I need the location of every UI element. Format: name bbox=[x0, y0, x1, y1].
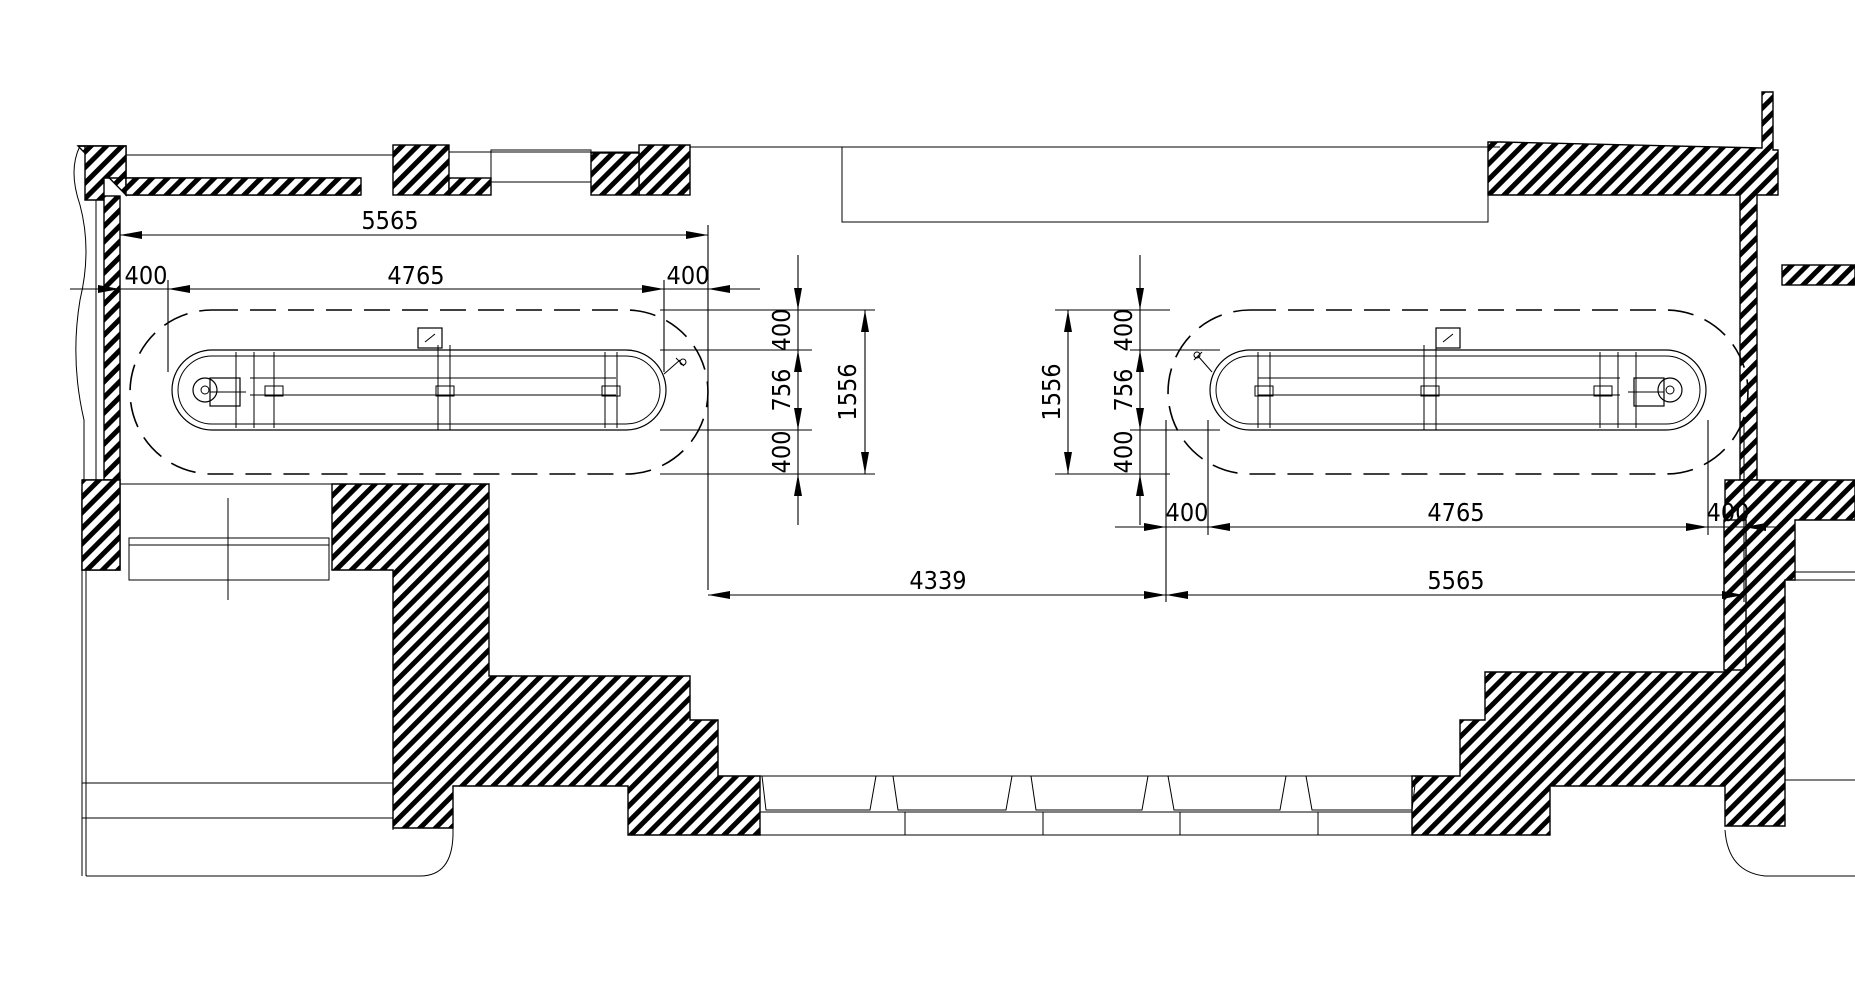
top-recess bbox=[841, 146, 1489, 223]
dimension-lines bbox=[70, 225, 1780, 602]
wall-top-left-strip bbox=[125, 177, 362, 196]
right-track-unit bbox=[1167, 309, 1749, 475]
architectural-lines bbox=[73, 145, 1855, 877]
dim-left-v-total: 1556 bbox=[833, 363, 862, 420]
bottom-windows bbox=[718, 775, 1417, 836]
dim-right-offset-left: 400 bbox=[1166, 498, 1209, 527]
dim-right-track-length: 4765 bbox=[1427, 498, 1484, 527]
wall-lower-left-block bbox=[331, 483, 761, 836]
left-track-outer bbox=[171, 349, 667, 431]
dim-left-v-top: 400 bbox=[767, 309, 796, 352]
wall-top-strip-3 bbox=[590, 152, 640, 196]
dim-right-v-total: 1556 bbox=[1037, 363, 1066, 420]
right-track-outer bbox=[1209, 349, 1707, 431]
dim-left-track-length: 4765 bbox=[387, 261, 444, 290]
dim-left-v-track: 756 bbox=[767, 369, 796, 412]
wall-top-strip-2 bbox=[448, 177, 492, 196]
dim-gap-between: 4339 bbox=[909, 566, 966, 595]
right-control-box bbox=[1435, 327, 1461, 349]
wall-top-pier-2 bbox=[638, 144, 691, 196]
wall-lower-right-block bbox=[1411, 479, 1855, 836]
wall-left-corner bbox=[78, 145, 127, 201]
dim-right-v-track: 756 bbox=[1109, 369, 1138, 412]
left-drive-wheel bbox=[192, 377, 218, 403]
wall-left-block bbox=[81, 479, 121, 571]
wall-right-stub bbox=[1781, 264, 1855, 286]
right-drive-wheel bbox=[1657, 377, 1683, 403]
left-track-unit bbox=[129, 309, 709, 475]
left-clearance-outline bbox=[129, 309, 709, 475]
dim-left-v-bottom: 400 bbox=[767, 431, 796, 474]
dim-left-offset-left: 400 bbox=[125, 261, 168, 290]
dimension-labels: 5565 400 4765 400 400 756 400 1556 1556 … bbox=[125, 206, 1750, 595]
building-walls bbox=[76, 91, 1855, 836]
wall-top-right bbox=[1487, 91, 1779, 481]
wall-left-vertical bbox=[103, 195, 121, 481]
dim-right-v-bottom: 400 bbox=[1109, 431, 1138, 474]
dim-right-overall: 5565 bbox=[1427, 566, 1484, 595]
left-control-box bbox=[417, 327, 443, 349]
right-clearance-outline bbox=[1167, 309, 1749, 475]
dim-left-offset-right: 400 bbox=[667, 261, 710, 290]
dim-right-v-top: 400 bbox=[1109, 309, 1138, 352]
wall-top-pier-1 bbox=[392, 144, 450, 196]
dim-right-offset-right: 400 bbox=[1707, 498, 1750, 527]
dim-left-overall: 5565 bbox=[361, 206, 418, 235]
